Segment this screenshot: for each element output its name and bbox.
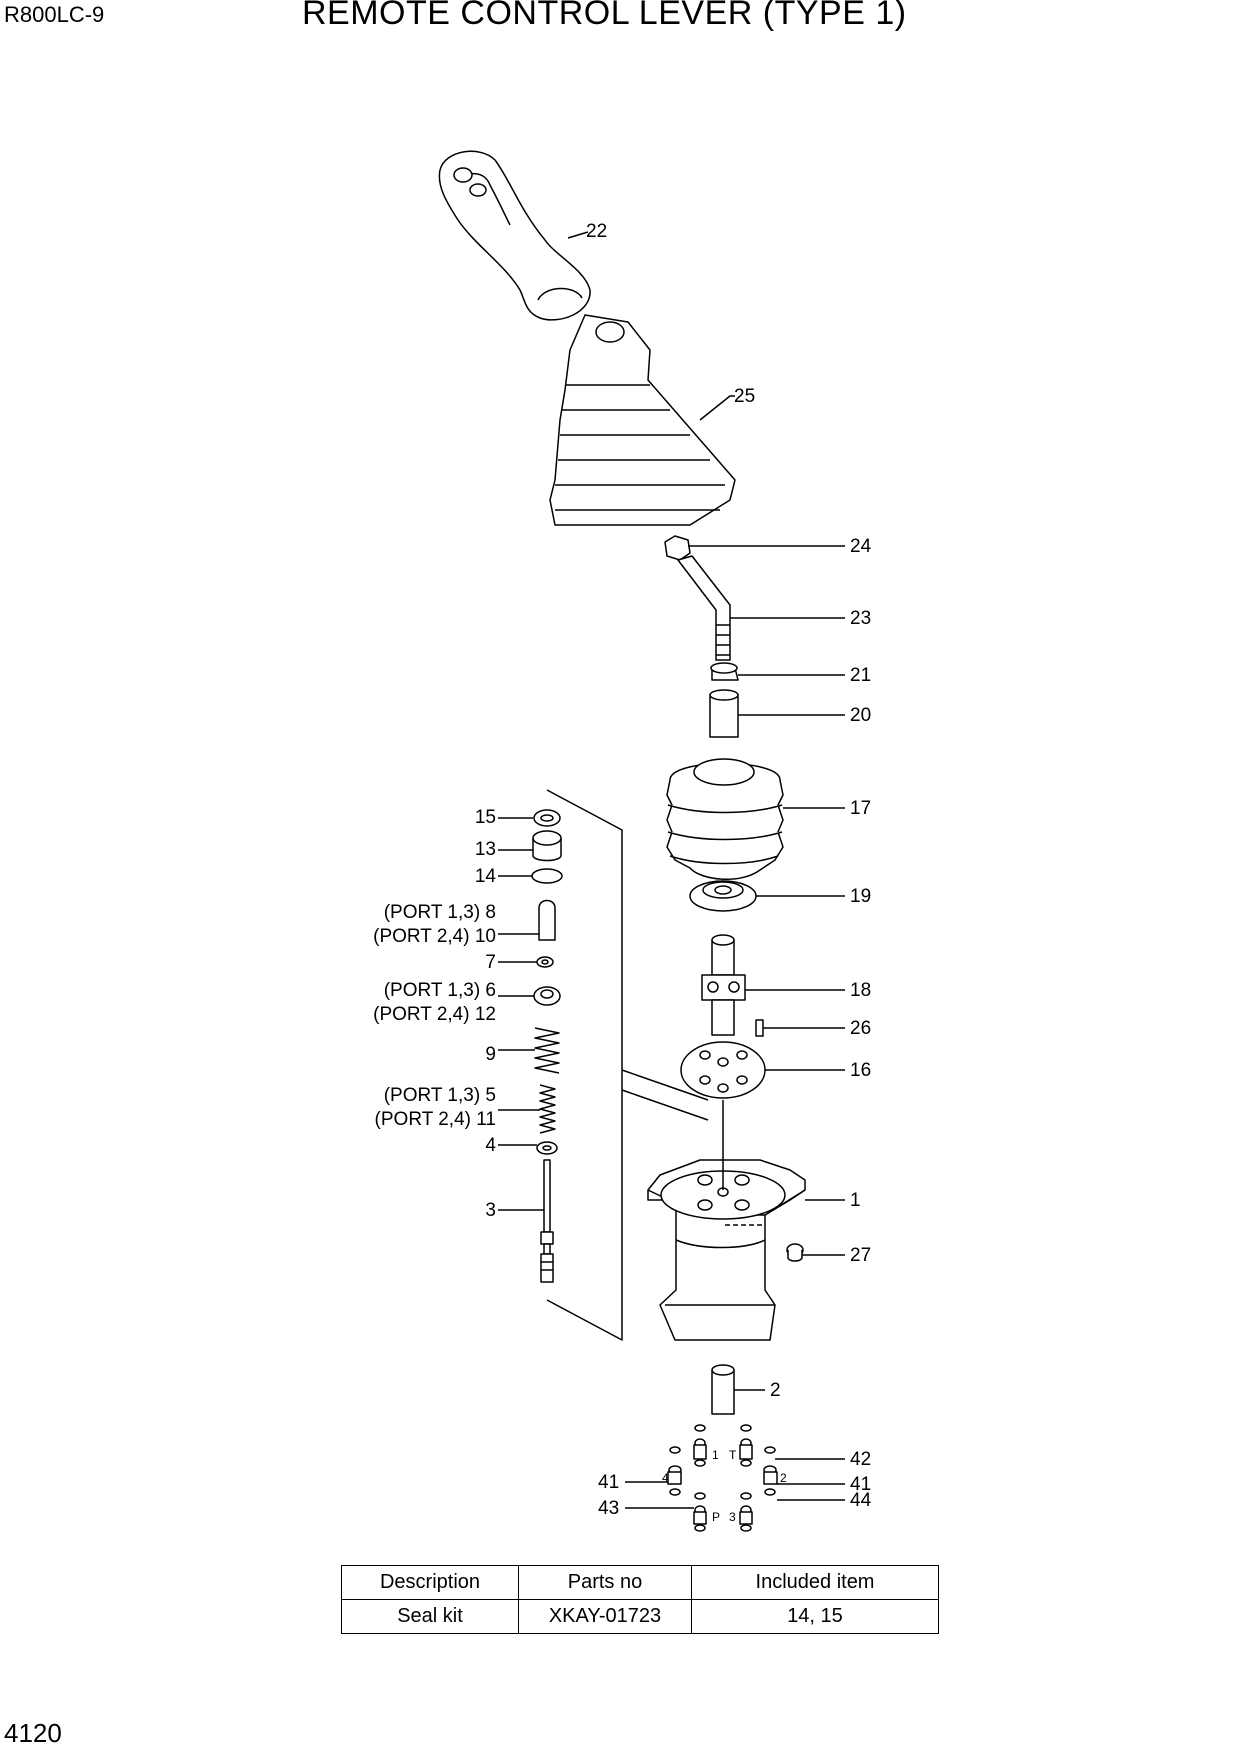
callout-14: 14 <box>475 866 497 887</box>
table-row: Seal kit XKAY-01723 14, 15 <box>341 1599 939 1634</box>
callout-43: 43 <box>598 1498 619 1519</box>
callout-18: 18 <box>850 980 871 1001</box>
callout-19: 19 <box>850 886 871 907</box>
page-title: REMOTE CONTROL LEVER (TYPE 1) <box>302 0 907 32</box>
table-header-parts-no: Parts no <box>518 1565 692 1600</box>
return-spring-part <box>534 1027 560 1074</box>
callout-41-right: 41 <box>850 1474 871 1495</box>
shim-part <box>536 956 554 968</box>
callout-1: 1 <box>850 1190 861 1211</box>
callout-16: 16 <box>850 1060 871 1081</box>
bracket-lines <box>546 789 724 1341</box>
callout-24: 24 <box>850 536 872 557</box>
page-number: 4120 <box>4 1718 62 1748</box>
callout-17: 17 <box>850 798 871 819</box>
joint-sleeve-part <box>709 689 739 738</box>
hex-nut-part <box>710 662 739 681</box>
port-mark-3: 3 <box>729 1510 736 1524</box>
callout-12: (PORT 2,4) 12 <box>373 1004 496 1025</box>
callout-21: 21 <box>850 665 871 686</box>
lever-boot-part <box>549 314 736 526</box>
port-mark-T: T <box>729 1448 737 1462</box>
bellows-boot-part <box>666 758 784 881</box>
port-mark-2: 2 <box>780 1471 787 1485</box>
push-rod-part <box>538 899 556 941</box>
port-mark-4: 4 <box>662 1471 669 1485</box>
plate-part <box>689 880 757 912</box>
callout-20: 20 <box>850 705 871 726</box>
table-header-included-item: Included item <box>691 1565 939 1600</box>
callout-7: 7 <box>485 952 496 973</box>
callout-44: 44 <box>850 1490 872 1511</box>
o-ring-part <box>531 868 563 884</box>
spring-seat-part <box>533 986 561 1006</box>
callout-42: 42 <box>850 1449 871 1470</box>
port-mark-P: P <box>712 1510 720 1524</box>
callout-4: 4 <box>485 1135 496 1156</box>
table-header-row: Description Parts no Included item <box>341 1565 939 1600</box>
port-mark-1: 1 <box>712 1448 719 1462</box>
callout-27: 27 <box>850 1245 871 1266</box>
callout-22: 22 <box>586 221 607 242</box>
lever-rod-part <box>677 555 731 661</box>
callout-11: (PORT 2,4) 11 <box>375 1109 496 1130</box>
spool-part <box>540 1159 554 1283</box>
bushing-part <box>711 1364 735 1415</box>
pin-part <box>755 1019 764 1037</box>
table-cell-description: Seal kit <box>341 1599 519 1634</box>
callout-3: 3 <box>485 1200 496 1221</box>
callout-10: (PORT 2,4) 10 <box>373 926 496 947</box>
model-code: R800LC-9 <box>4 2 105 27</box>
seal-kit-table: Description Parts no Included item Seal … <box>341 1565 939 1634</box>
handle-grip-part <box>438 150 591 321</box>
leader-lines <box>498 231 845 1509</box>
callout-15: 15 <box>475 807 496 828</box>
callout-5: (PORT 1,3) 5 <box>384 1085 496 1106</box>
callout-23: 23 <box>850 608 871 629</box>
callout-41-left: 41 <box>598 1472 619 1493</box>
secondary-spring-part <box>539 1084 556 1134</box>
callout-25: 25 <box>734 386 755 407</box>
seal-part <box>533 809 561 827</box>
callout-9: 9 <box>485 1044 496 1065</box>
table-cell-included-item: 14, 15 <box>691 1599 939 1634</box>
casing-part <box>647 1159 806 1341</box>
callout-6: (PORT 1,3) 6 <box>384 980 496 1001</box>
lock-nut-part <box>664 535 691 561</box>
callout-13: 13 <box>475 839 496 860</box>
plug-part <box>786 1243 804 1262</box>
table-header-description: Description <box>341 1565 519 1600</box>
callout-8: (PORT 1,3) 8 <box>384 902 496 923</box>
port-plate-part <box>680 1041 766 1099</box>
washer-part <box>536 1141 558 1155</box>
port-fittings-group <box>667 1424 778 1532</box>
bushing-13-part <box>532 830 562 862</box>
callout-26: 26 <box>850 1018 871 1039</box>
table-cell-parts-no: XKAY-01723 <box>518 1599 692 1634</box>
universal-joint-part <box>701 934 746 1036</box>
callout-2: 2 <box>770 1380 781 1401</box>
